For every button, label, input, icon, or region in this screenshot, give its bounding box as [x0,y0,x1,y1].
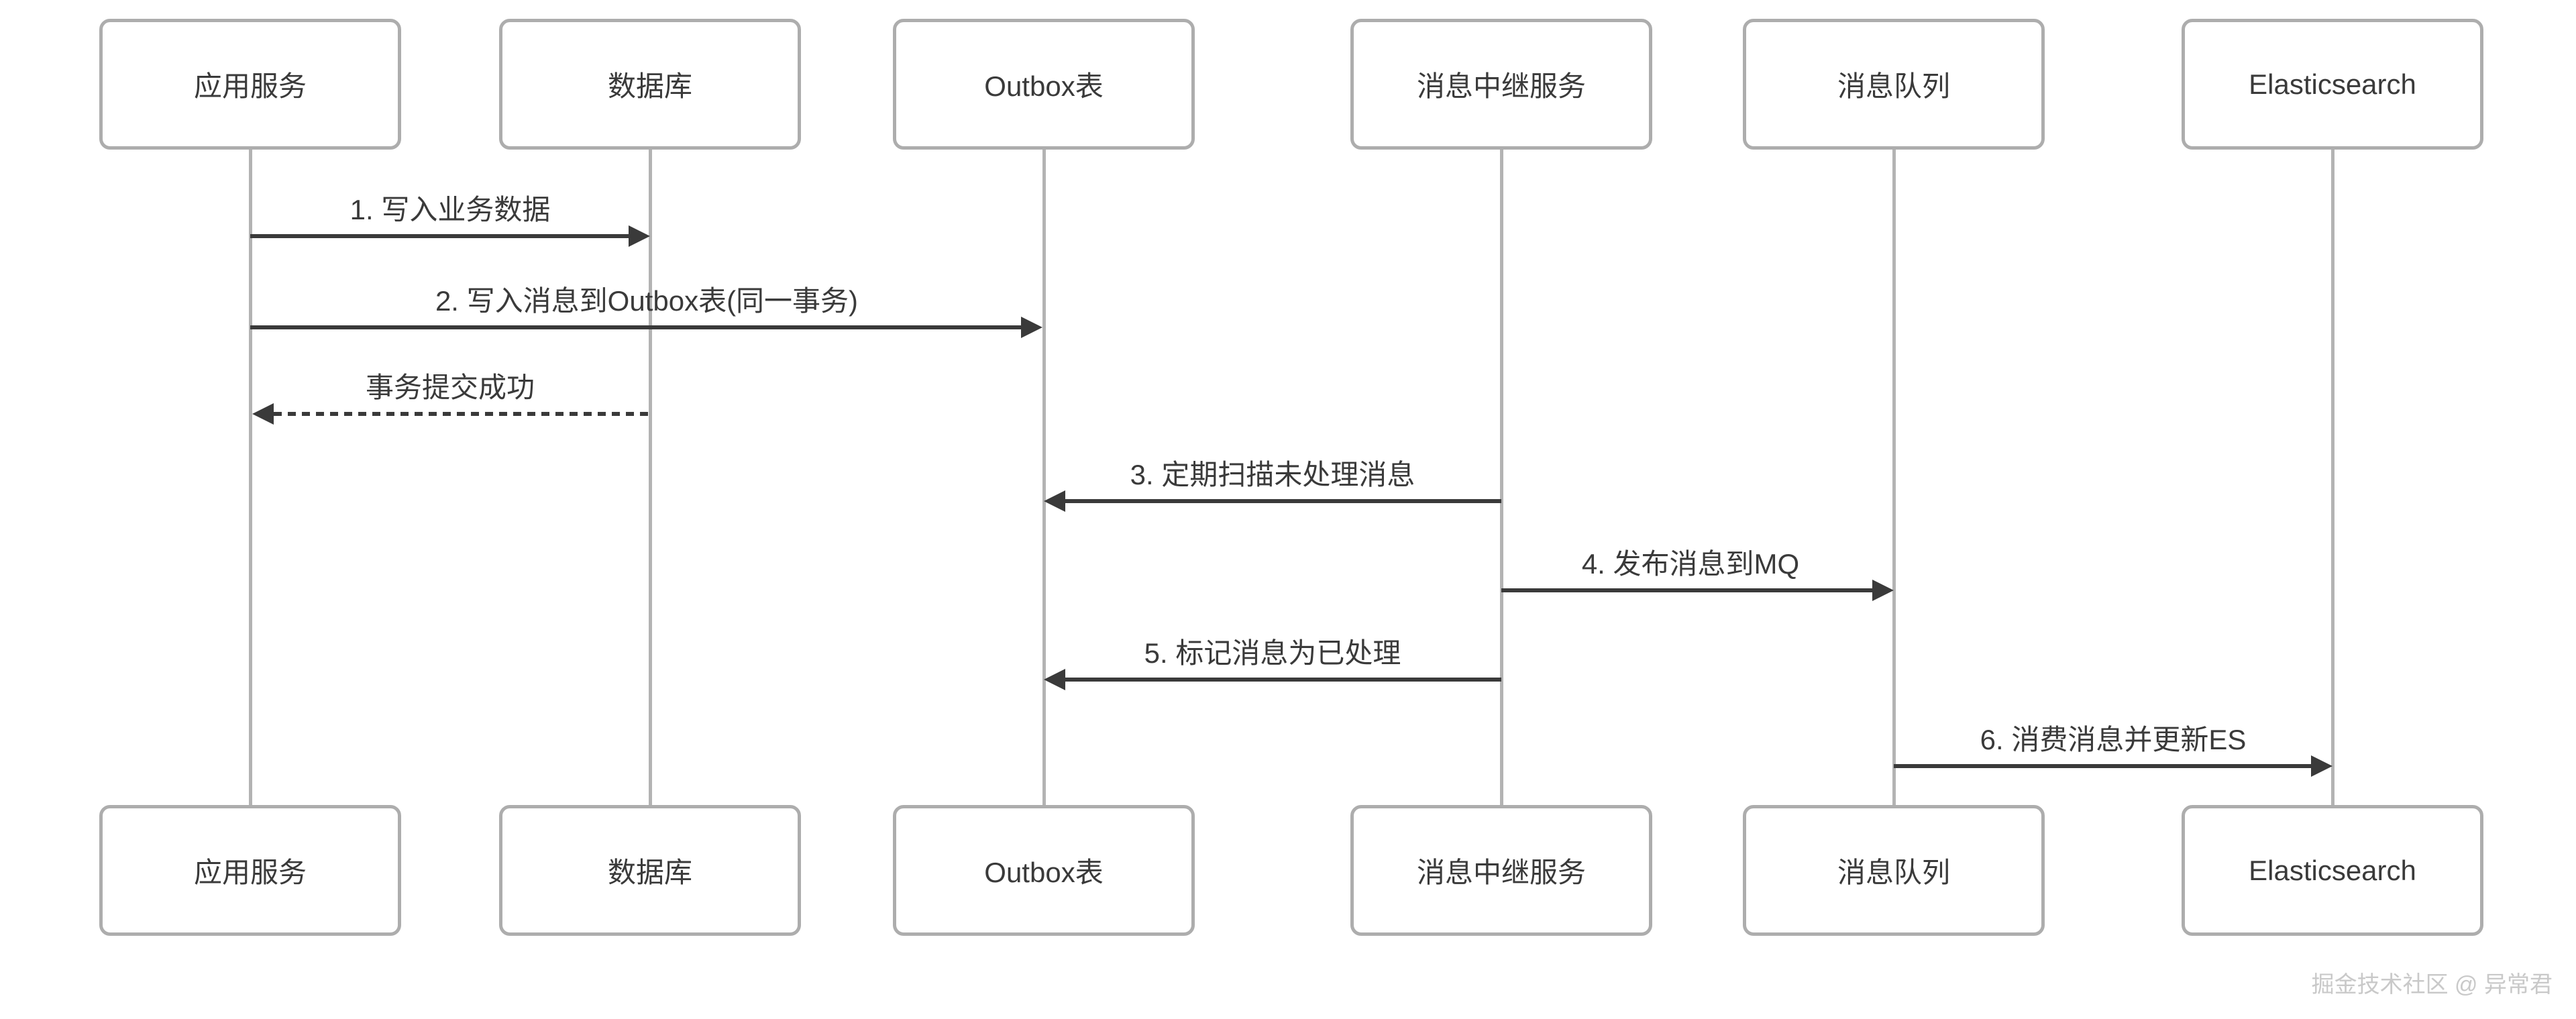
message-return-line [274,412,650,416]
participant-top-outbox-table: Outbox表 [893,19,1195,150]
watermark: 掘金技术社区 @ 异常君 [2311,972,2553,998]
participant-bottom-elasticsearch: Elasticsearch [2182,805,2483,936]
participant-bottom-app-service: 应用服务 [99,805,401,936]
lifeline-elasticsearch [2331,150,2334,805]
message-4-line [1501,588,1874,592]
participant-bottom-message-queue: 消息队列 [1743,805,2045,936]
lifeline-message-queue [1892,150,1896,805]
participant-top-app-service: 应用服务 [99,19,401,150]
participant-bottom-message-relay: 消息中继服务 [1350,805,1652,936]
participant-top-database: 数据库 [499,19,801,150]
message-5-arrowhead-icon [1044,669,1065,690]
message-3-line [1065,499,1501,503]
message-4-label: 4. 发布消息到MQ [1581,548,1800,580]
lifeline-database [649,150,652,805]
lifeline-message-relay [1500,150,1503,805]
message-6-line [1894,764,2312,768]
participant-bottom-database: 数据库 [499,805,801,936]
message-5-line [1065,678,1501,682]
lifeline-app-service [249,150,252,805]
message-6-label: 6. 消费消息并更新ES [1980,724,2247,755]
message-3-arrowhead-icon [1044,490,1065,512]
message-1-label: 1. 写入业务数据 [350,194,551,225]
message-6-arrowhead-icon [2311,755,2332,777]
message-5-label: 5. 标记消息为已处理 [1144,637,1401,669]
message-2-label: 2. 写入消息到Outbox表(同一事务) [435,285,859,317]
message-1-arrowhead-icon [629,225,650,247]
message-2-line [250,325,1022,329]
participant-top-message-queue: 消息队列 [1743,19,2045,150]
message-1-line [250,234,630,238]
message-return-arrowhead-icon [252,403,274,425]
lifeline-outbox-table [1042,150,1046,805]
message-4-arrowhead-icon [1872,580,1894,601]
participant-top-message-relay: 消息中继服务 [1350,19,1652,150]
participant-top-elasticsearch: Elasticsearch [2182,19,2483,150]
message-return-label: 事务提交成功 [365,372,535,403]
message-3-label: 3. 定期扫描未处理消息 [1130,459,1415,490]
participant-bottom-outbox-table: Outbox表 [893,805,1195,936]
message-2-arrowhead-icon [1021,317,1042,338]
